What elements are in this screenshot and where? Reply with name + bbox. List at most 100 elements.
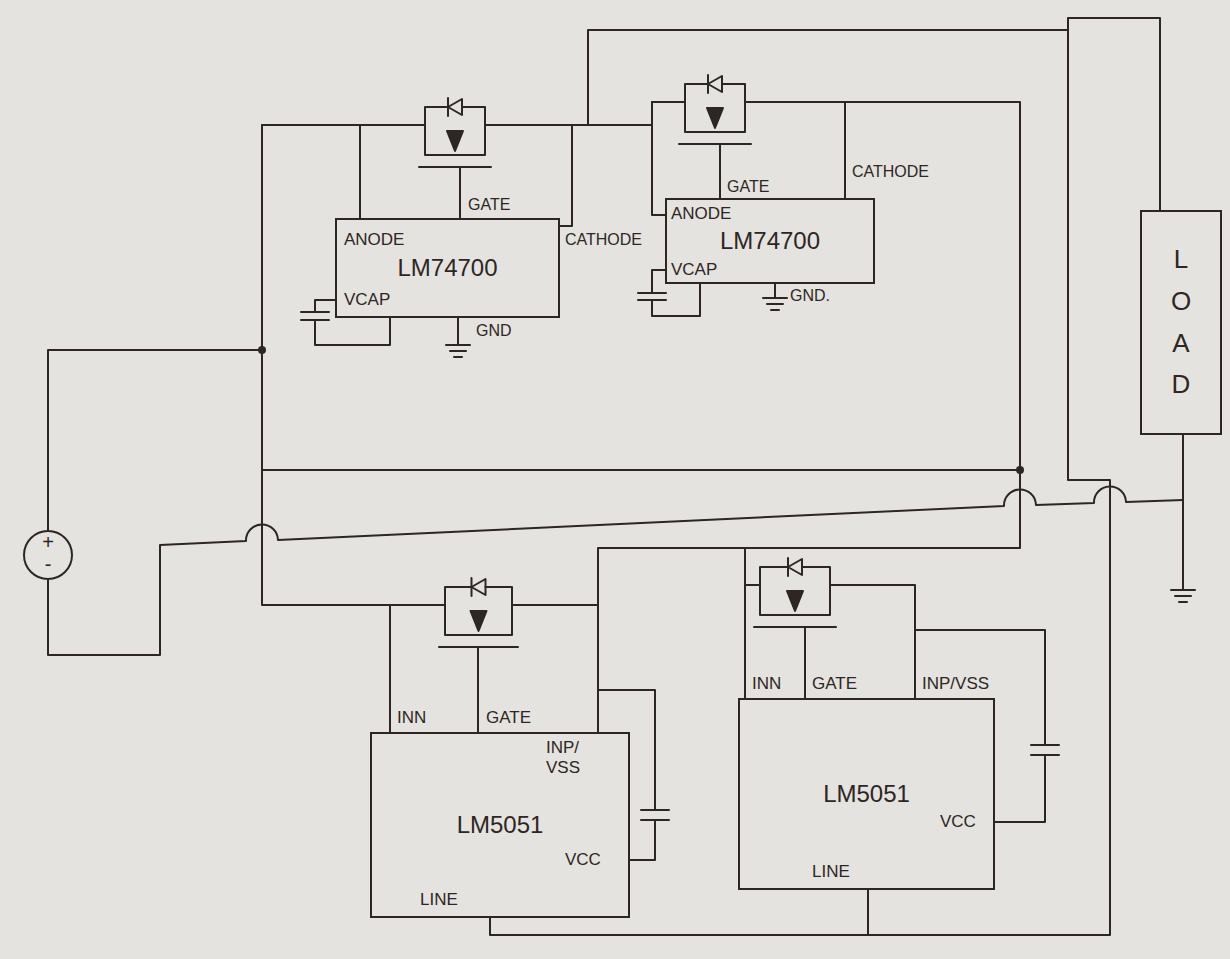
wire [48,350,262,531]
wire [459,167,461,218]
wire [490,890,868,935]
ground-symbol [1179,601,1187,603]
pin-label: VCAP [671,260,717,280]
pin-label: GATE [812,674,857,694]
ground-symbol [454,356,462,358]
pin-label: ANODE [344,230,404,250]
pin-label: GATE [727,178,769,196]
ground-symbol [450,350,466,352]
wire [995,755,1045,822]
mosfet-symbol [760,585,830,615]
wire [48,545,160,655]
wire [315,300,335,312]
junction-dot [258,346,266,354]
wire [652,284,700,316]
pin-label: INP/ VSS [546,738,592,777]
ground-symbol [1175,595,1191,597]
capacitor-symbol [301,311,329,313]
wire [315,318,390,345]
mosfet-symbol [722,84,745,102]
pin-label: GND. [790,287,830,305]
wire [457,318,459,345]
mosfet-symbol [802,567,830,585]
wire [560,125,572,226]
mosfet-symbol [486,587,513,605]
chip-box: LM5051 [738,698,995,890]
mosfet-symbol [462,107,485,125]
wire [868,18,1160,935]
diode-symbol [707,75,709,93]
mosfet-arrow [471,611,487,631]
capacitor-symbol [641,809,669,811]
mosfet-symbol [760,567,788,585]
mosfet-symbol [685,102,745,132]
pin-label: GATE [486,708,531,728]
pin-label: INP/VSS [922,674,989,694]
chip-name: LM5051 [457,811,544,839]
wire [719,144,721,198]
mosfet-arrow [787,591,803,611]
chip-name: LM5051 [823,780,910,808]
wire [652,101,685,103]
mosfet-gate [419,166,491,168]
pin-label: INN [752,674,781,694]
wire [389,605,391,732]
diode-symbol [708,76,722,92]
pin-label: GND [476,322,512,340]
battery-symbol [24,531,72,579]
wire [588,30,1068,125]
mosfet-arrow [447,131,463,151]
junction-dot [1016,466,1024,474]
chip-box: LM5051 [370,732,630,918]
wire [1182,435,1184,590]
wire [598,690,655,810]
mosfet-symbol [445,605,512,635]
pin-label: LINE [812,862,850,882]
wire [630,820,655,860]
mosfet-symbol [425,125,485,155]
pin-label: LINE [420,890,458,910]
polarity-sign: + [42,531,54,554]
ground-symbol [771,309,779,311]
diode-symbol [788,559,802,575]
wire [744,585,746,698]
wire [262,469,1020,471]
mosfet-symbol [685,84,708,102]
wire [359,125,361,218]
polarity-sign: - [45,553,52,576]
wire [485,124,652,126]
capacitor-symbol [638,292,666,294]
mosfet-gate [754,626,836,628]
chip-name: LM74700 [397,254,497,282]
wire [844,102,846,198]
pin-label: INN [397,708,426,728]
pin-label: VCC [565,850,601,870]
diode-symbol [448,99,462,115]
pin-label: VCC [940,812,976,832]
wire [477,647,479,732]
pin-label: ANODE [671,204,731,224]
diode-symbol [447,98,449,116]
wire [774,284,776,298]
wire [160,487,1183,545]
capacitor-symbol [1031,744,1059,746]
ground-symbol [446,344,470,346]
wire [652,102,665,215]
wire [915,630,1045,745]
wire [598,102,1020,605]
ground-symbol [763,297,787,299]
wire [652,270,665,293]
pin-label: VCAP [344,290,390,310]
chip-name: LM74700 [720,227,820,255]
load-name: LOAD [1168,239,1194,405]
diode-symbol [787,558,789,576]
wire [745,548,760,585]
pin-label: GATE [468,196,510,214]
mosfet-symbol [445,587,472,605]
pin-label: CATHODE [852,163,929,181]
pin-label: CATHODE [565,231,642,249]
